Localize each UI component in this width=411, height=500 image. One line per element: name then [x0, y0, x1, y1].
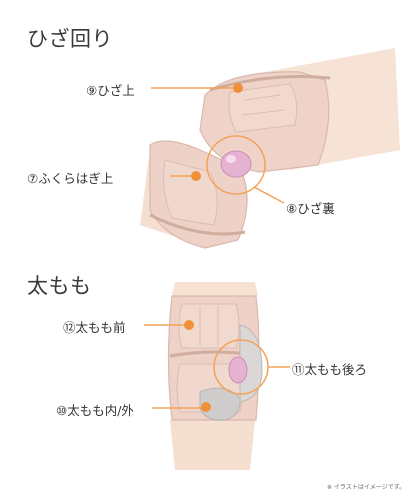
- knee-airbag: [220, 150, 252, 178]
- behind-knee-leader: [253, 186, 285, 204]
- knee-airbag-highlight: [226, 155, 236, 163]
- behind-knee-circle: [206, 135, 266, 195]
- behind-knee-label: ⑧ひざ裏: [286, 201, 335, 216]
- thigh-skin-bottom: [170, 420, 255, 470]
- above-knee-dot: [233, 83, 243, 93]
- knee-section-title: ひざ回り: [27, 27, 113, 51]
- inner-outer-thigh-dot: [201, 402, 211, 412]
- thigh-illustration: [167, 282, 269, 470]
- thigh-section-title: 太もも: [27, 274, 92, 298]
- inner-outer-thigh-label: ⑩太もも内/外: [56, 403, 134, 418]
- thigh-airbag: [228, 356, 248, 384]
- thigh-skin-top: [172, 282, 258, 296]
- thigh-side-pad: [199, 387, 241, 421]
- front-thigh-dot: [184, 320, 194, 330]
- knee-strap-top: [209, 75, 331, 92]
- knee-upper-pad-fold: [241, 94, 285, 116]
- back-thigh-label: ⑪太もも後ろ: [292, 362, 368, 377]
- knee-upper-pad: [228, 83, 298, 133]
- knee-illustration: [140, 48, 400, 249]
- front-thigh-label: ⑫太もも前: [63, 320, 126, 335]
- upper-calf-dot: [191, 171, 201, 181]
- knee-strap-bottom: [149, 213, 246, 236]
- above-knee-label: ⑨ひざ上: [86, 83, 135, 98]
- thigh-upper-pad-fold: [199, 306, 219, 346]
- upper-calf-label: ⑦ふくらはぎ上: [27, 171, 114, 186]
- footnote: ※ イラストはイメージです。: [327, 484, 406, 491]
- thigh-upper-pad: [178, 303, 240, 349]
